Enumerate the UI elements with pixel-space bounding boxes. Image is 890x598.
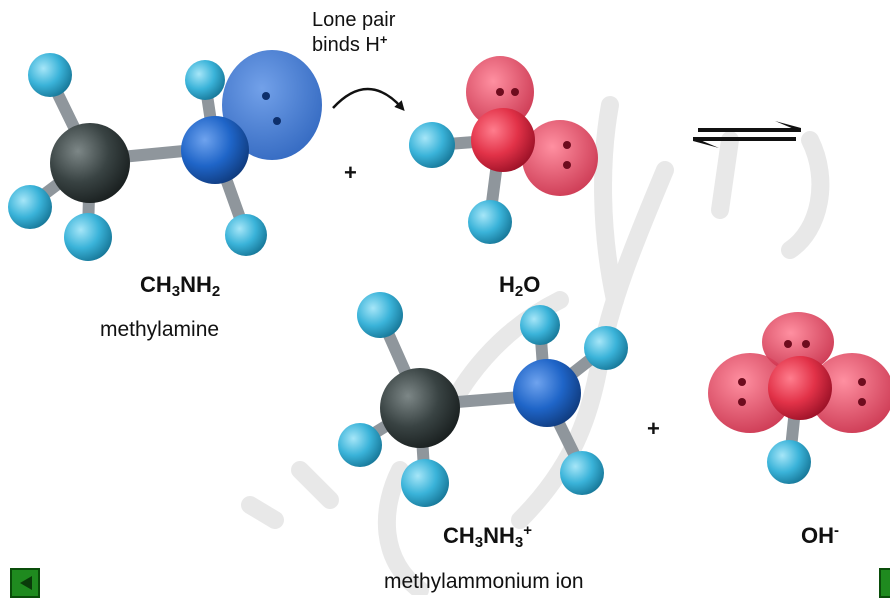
water-formula: H2O: [499, 272, 541, 300]
plus-sign: +: [647, 416, 660, 441]
carbon-atom: [380, 368, 460, 448]
lone-pair-annotation: Lone pair binds H+: [312, 8, 395, 58]
hydroxide-formula: OH-: [801, 522, 839, 548]
hydrogen-atom: [468, 200, 512, 244]
oxygen-atom: [471, 108, 535, 172]
oxygen-lone-pair-lobe: [762, 312, 834, 372]
annotation-line-2: binds H+: [312, 32, 388, 56]
methylammonium-name: methylammonium ion: [384, 570, 584, 593]
oxygen-lone-pair-lobe: [708, 353, 792, 433]
hydrogen-atom: [225, 214, 267, 256]
hydroxide-model: [708, 312, 890, 484]
nitrogen-atom: [181, 116, 249, 184]
oxygen-atom: [768, 356, 832, 420]
triangle-left-icon: [20, 576, 32, 590]
carbon-atom: [50, 123, 130, 203]
hydrogen-atom: [28, 53, 72, 97]
hydrogen-atom: [520, 305, 560, 345]
plus-sign: +: [344, 160, 357, 185]
curved-arrow-icon: [332, 87, 405, 111]
hydrogen-atom: [185, 60, 225, 100]
hydrogen-atom: [584, 326, 628, 370]
equilibrium-arrows-icon: [693, 121, 801, 148]
methylamine-formula: CH3NH2: [140, 272, 221, 300]
hydrogen-atom: [401, 459, 449, 507]
nitrogen-atom: [513, 359, 581, 427]
methylammonium-formula: CH3NH3+: [443, 522, 533, 551]
methylammonium-model: [338, 292, 628, 507]
hydrogen-atom: [357, 292, 403, 338]
hydrogen-atom: [64, 213, 112, 261]
water-model: [409, 56, 598, 244]
methylamine-name: methylamine: [100, 318, 220, 341]
nitrogen-lone-pair-lobe: [222, 50, 322, 160]
hydrogen-atom: [8, 185, 52, 229]
hydrogen-atom: [767, 440, 811, 484]
hydrogen-atom: [560, 451, 604, 495]
oxygen-lone-pair-lobe: [810, 353, 890, 433]
methylamine-model: [8, 50, 322, 261]
hydrogen-atom: [409, 122, 455, 168]
prev-slide-button[interactable]: [10, 568, 40, 598]
next-slide-button[interactable]: [879, 568, 890, 598]
annotation-line-1: Lone pair: [312, 9, 396, 31]
oxygen-lone-pair-lobe: [522, 120, 598, 196]
hydrogen-atom: [338, 423, 382, 467]
